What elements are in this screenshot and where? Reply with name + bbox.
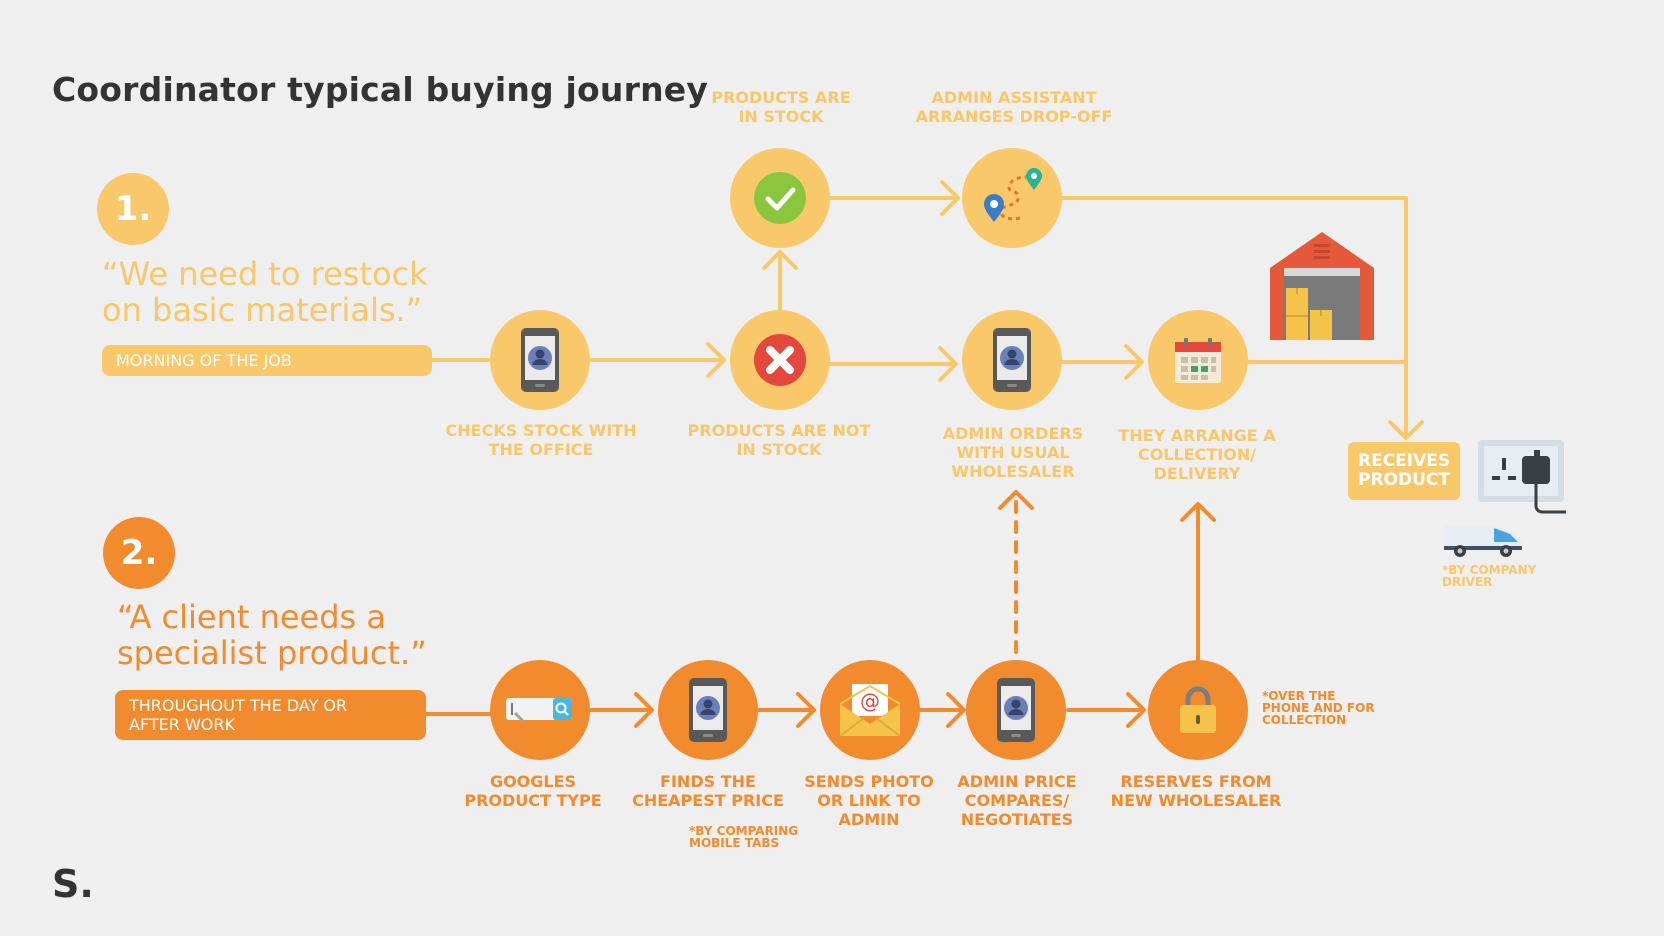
label-line: NEW WHOLESALER: [1110, 791, 1282, 810]
step-checks-stock: [490, 310, 590, 410]
label-line: GOOGLES: [489, 772, 577, 791]
label-in-stock: PRODUCTS ARE IN STOCK: [711, 88, 850, 126]
cheapest-note: *BY COMPARING MOBILE TABS: [689, 825, 798, 849]
step-sends-photo: @: [820, 660, 920, 760]
checkmark-icon: [754, 172, 806, 224]
journey-1-time-pill: MORNING OF THE JOB: [102, 345, 432, 376]
label-line: NEGOTIATES: [960, 810, 1074, 829]
receives-line: PRODUCT: [1358, 470, 1450, 490]
label-admin-orders: ADMIN ORDERS WITH USUAL WHOLESALER: [943, 424, 1083, 481]
warehouse-icon: [1270, 232, 1374, 340]
receives-product-box: RECEIVES PRODUCT: [1348, 442, 1460, 500]
label-line: COLLECTION/: [1137, 445, 1257, 464]
step-googles: [490, 660, 590, 760]
note-line: DRIVER: [1442, 575, 1493, 589]
label-line: THE OFFICE: [488, 440, 594, 459]
page-title: Coordinator typical buying journey: [52, 70, 709, 109]
label-line: PRODUCTS ARE NOT: [687, 421, 871, 440]
map-route-icon: [984, 168, 1042, 222]
label-line: WITH USUAL: [956, 443, 1070, 462]
label-drop-off: ADMIN ASSISTANT ARRANGES DROP-OFF: [916, 88, 1113, 126]
logo: S.: [52, 862, 94, 906]
step-in-stock: [730, 148, 830, 248]
journey-2-time-label: AFTER WORK: [129, 715, 235, 734]
power-socket-icon: [1478, 440, 1566, 514]
note-line: COLLECTION: [1262, 713, 1347, 727]
journey-2-quote: “A client needs a specialist product.”: [117, 599, 427, 671]
label-line: WHOLESALER: [951, 462, 1075, 481]
step-admin-orders: [962, 310, 1062, 410]
padlock-icon: [1180, 686, 1216, 733]
step-not-in-stock: [730, 310, 830, 410]
label-line: DELIVERY: [1153, 464, 1241, 483]
label-googles: GOOGLES PRODUCT TYPE: [464, 772, 601, 810]
label-line: CHEAPEST PRICE: [632, 791, 784, 810]
journey-2-time-pill: THROUGHOUT THE DAY OR AFTER WORK: [115, 690, 426, 740]
reserves-note: *OVER THE PHONE AND FOR COLLECTION: [1262, 690, 1375, 726]
cross-icon: [754, 334, 806, 386]
smartphone-icon: [521, 328, 559, 392]
note-line: *BY COMPANY: [1442, 563, 1537, 577]
label-reserves: RESERVES FROM NEW WHOLESALER: [1111, 772, 1282, 810]
label-line: ADMIN PRICE: [957, 772, 1077, 791]
step-arrange-collection: [1148, 310, 1248, 410]
journey-1-quote-line: “We need to restock: [102, 255, 428, 293]
label-compares: ADMIN PRICE COMPARES/ NEGOTIATES: [957, 772, 1076, 829]
receives-line: RECEIVES: [1358, 451, 1451, 471]
label-line: SENDS PHOTO: [804, 772, 934, 791]
svg-text:@: @: [860, 689, 880, 713]
smartphone-icon: [997, 678, 1035, 742]
email-icon: @: [839, 684, 901, 737]
journey-2-quote-line: “A client needs a: [117, 598, 386, 636]
note-line: *OVER THE: [1262, 689, 1336, 703]
label-checks-stock: CHECKS STOCK WITH THE OFFICE: [446, 421, 637, 459]
van-icon: [1444, 526, 1522, 557]
step-reserves: [1148, 660, 1248, 760]
journey-1-quote: “We need to restock on basic materials.”: [102, 256, 428, 328]
label-line: ADMIN: [838, 810, 900, 829]
journey-1-number: 1.: [97, 173, 169, 245]
label-line: THEY ARRANGE A: [1118, 426, 1276, 445]
journey-1-time-label: MORNING OF THE JOB: [116, 351, 292, 370]
step-drop-off: [962, 148, 1062, 248]
step-cheapest: [658, 660, 758, 760]
label-line: CHECKS STOCK WITH: [445, 421, 637, 440]
label-line: ADMIN ASSISTANT: [931, 88, 1097, 107]
note-line: PHONE AND FOR: [1262, 701, 1375, 715]
calendar-icon: [1175, 338, 1221, 383]
journey-2-quote-line: specialist product.”: [117, 634, 427, 672]
label-cheapest: FINDS THE CHEAPEST PRICE: [632, 772, 784, 810]
label-line: FINDS THE: [660, 772, 756, 791]
search-bar-icon: [506, 698, 572, 723]
label-line: ADMIN ORDERS: [942, 424, 1084, 443]
label-line: PRODUCT TYPE: [464, 791, 602, 810]
label-arrange-collection: THEY ARRANGE A COLLECTION/ DELIVERY: [1118, 426, 1275, 483]
label-not-in-stock: PRODUCTS ARE NOT IN STOCK: [688, 421, 871, 459]
journey-2-number: 2.: [103, 517, 175, 589]
label-sends-photo: SENDS PHOTO OR LINK TO ADMIN: [804, 772, 933, 829]
journey-1-quote-line: on basic materials.”: [102, 291, 423, 329]
label-line: PRODUCTS ARE: [711, 88, 851, 107]
smartphone-icon: [689, 678, 727, 742]
label-line: COMPARES/: [964, 791, 1070, 810]
journey-2-time-label: THROUGHOUT THE DAY OR: [129, 696, 348, 715]
label-line: RESERVES FROM: [1120, 772, 1272, 791]
label-line: IN STOCK: [738, 107, 824, 126]
note-line: MOBILE TABS: [689, 836, 780, 850]
smartphone-icon: [993, 328, 1031, 392]
label-line: IN STOCK: [736, 440, 822, 459]
receives-note: *BY COMPANY DRIVER: [1442, 564, 1536, 588]
step-compares: [966, 660, 1066, 760]
label-line: OR LINK TO: [817, 791, 921, 810]
label-line: ARRANGES DROP-OFF: [915, 107, 1113, 126]
note-line: *BY COMPARING: [689, 824, 799, 838]
